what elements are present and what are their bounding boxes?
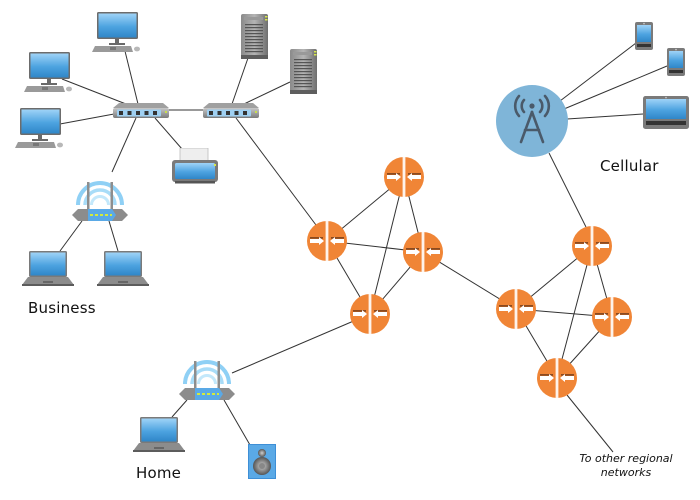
link-switch2-router2 [235, 117, 317, 226]
desktop-computer-icon[interactable] [92, 12, 140, 52]
other-networks-label: To other regional networks [566, 452, 686, 480]
link-router8-other-networks [566, 394, 614, 453]
network-switch-icon[interactable] [203, 103, 259, 118]
business-label: Business [28, 299, 96, 317]
router-icon[interactable] [592, 297, 632, 337]
link-router1-router4 [369, 176, 405, 315]
laptop-icon[interactable] [22, 251, 74, 286]
wireless-router-icon[interactable] [72, 180, 128, 223]
router-icon[interactable] [572, 226, 612, 266]
link-wifi-laptop2 [108, 220, 119, 252]
link-switch2-server1 [231, 57, 249, 105]
laptop-icon[interactable] [133, 417, 185, 452]
smartphone-icon[interactable] [667, 48, 685, 76]
router-icon[interactable] [403, 232, 443, 272]
link-wifi-home-laptop [171, 399, 188, 418]
link-tower-router5 [548, 152, 587, 228]
link-tower-phone2 [563, 65, 668, 110]
wireless-router-icon[interactable] [179, 359, 235, 402]
link-desktop1-switch1 [123, 46, 139, 105]
home-label: Home [136, 464, 182, 482]
cell-tower-icon[interactable] [496, 85, 568, 157]
link-tower-tablet [566, 113, 644, 120]
cellular-label: Cellular [600, 157, 659, 175]
link-router4-wifi-home [231, 313, 371, 374]
link-desktop3-switch1 [59, 113, 115, 125]
router-icon[interactable] [350, 294, 390, 334]
smartphone-icon[interactable] [635, 22, 653, 50]
desktop-computer-icon[interactable] [24, 52, 72, 92]
router-icon[interactable] [307, 221, 347, 261]
network-switch-icon[interactable] [113, 103, 169, 118]
link-switch1-wifi-business [111, 117, 137, 173]
link-wifi-laptop1 [59, 220, 83, 252]
link-switch1-printer [154, 117, 183, 150]
server-icon[interactable] [290, 49, 317, 94]
router-icon[interactable] [496, 289, 536, 329]
laptop-icon[interactable] [97, 251, 149, 286]
other-networks-line1: To other regional [579, 452, 673, 465]
link-desktop2-switch1 [61, 78, 127, 105]
other-networks-line2: networks [600, 466, 652, 479]
printer-icon[interactable] [172, 148, 218, 184]
server-icon[interactable] [241, 14, 268, 59]
tablet-icon[interactable] [643, 96, 689, 129]
link-switch2-server2 [243, 81, 291, 105]
router-icon[interactable] [537, 358, 577, 398]
link-router5-router8 [556, 245, 593, 379]
link-tower-phone1 [559, 42, 637, 102]
speaker-icon[interactable] [248, 444, 276, 479]
router-icon[interactable] [384, 157, 424, 197]
link-wifi-home-speaker [223, 399, 251, 446]
desktop-computer-icon[interactable] [15, 108, 63, 148]
